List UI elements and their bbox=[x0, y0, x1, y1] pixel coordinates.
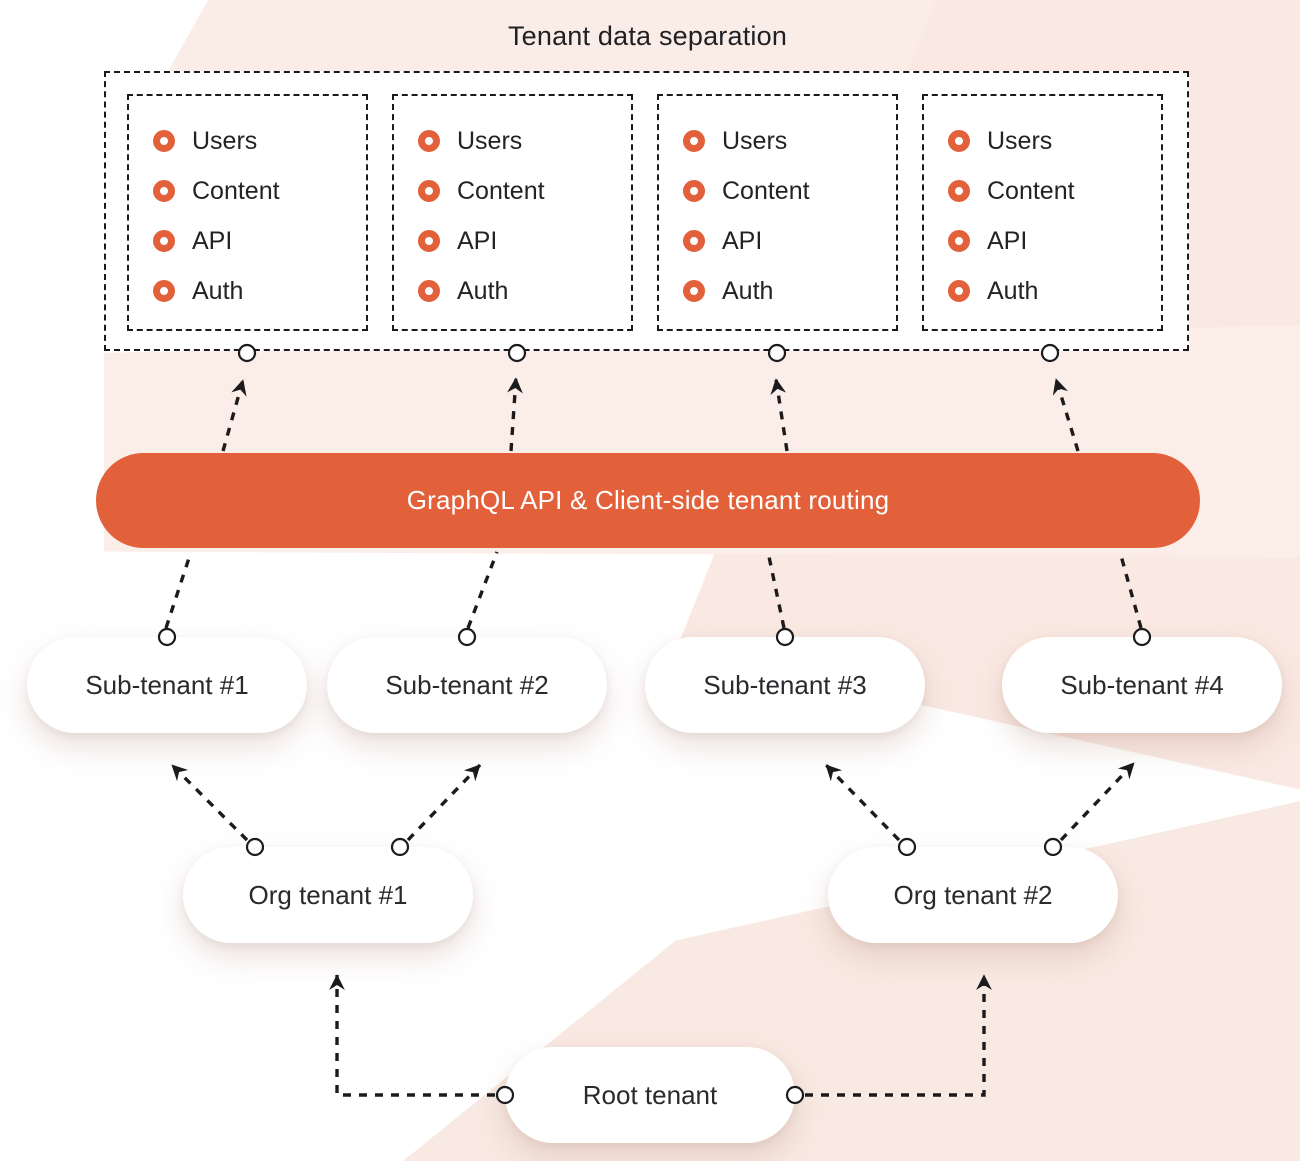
list-item-label: Auth bbox=[987, 276, 1039, 305]
list-item-label: API bbox=[987, 226, 1028, 255]
list-item: Content bbox=[394, 166, 631, 216]
donut-bullet-icon bbox=[683, 180, 705, 202]
arrow-root-to-org1 bbox=[329, 974, 495, 1097]
donut-bullet-icon bbox=[948, 230, 970, 252]
node-org-tenant-2: Org tenant #2 bbox=[828, 847, 1118, 943]
donut-bullet-icon bbox=[948, 280, 970, 302]
list-item: Users bbox=[394, 116, 631, 166]
link-sub1-to-bar bbox=[164, 551, 193, 629]
list-item-label: Content bbox=[722, 176, 810, 205]
list-item: Auth bbox=[394, 266, 631, 316]
list-item: API bbox=[924, 216, 1161, 266]
list-item-label: Users bbox=[722, 126, 788, 155]
diagram-title: Tenant data separation bbox=[507, 21, 788, 51]
list-item-label: Content bbox=[192, 176, 280, 205]
node-root-tenant: Root tenant bbox=[505, 1047, 795, 1143]
list-item-label: Content bbox=[457, 176, 545, 205]
node-sub-tenant-3: Sub-tenant #3 bbox=[645, 637, 925, 733]
donut-bullet-icon bbox=[153, 230, 175, 252]
graphql-routing-bar-label: GraphQL API & Client-side tenant routing bbox=[406, 485, 890, 515]
list-item-label: API bbox=[722, 226, 763, 255]
arrow-org2-to-sub3 bbox=[824, 763, 901, 842]
tenant-data-box-1: Users Content API Auth bbox=[127, 94, 368, 331]
donut-bullet-icon bbox=[153, 180, 175, 202]
list-item: Auth bbox=[659, 266, 896, 316]
donut-bullet-icon bbox=[683, 280, 705, 302]
donut-bullet-icon bbox=[418, 280, 440, 302]
donut-bullet-icon bbox=[153, 280, 175, 302]
list-item-label: API bbox=[457, 226, 498, 255]
donut-bullet-icon bbox=[683, 130, 705, 152]
list-item-label: Content bbox=[987, 176, 1075, 205]
list-item-label: Users bbox=[987, 126, 1053, 155]
node-org-tenant-1: Org tenant #1 bbox=[183, 847, 473, 943]
list-item: Users bbox=[129, 116, 366, 166]
node-sub-tenant-4: Sub-tenant #4 bbox=[1002, 637, 1282, 733]
list-item: Auth bbox=[129, 266, 366, 316]
list-item: Auth bbox=[924, 266, 1161, 316]
list-item-label: Users bbox=[457, 126, 523, 155]
arrow-org1-to-sub1 bbox=[170, 763, 249, 842]
donut-bullet-icon bbox=[418, 180, 440, 202]
list-item: Content bbox=[659, 166, 896, 216]
tenant-data-box-2: Users Content API Auth bbox=[392, 94, 633, 331]
tenant-data-box-3: Users Content API Auth bbox=[657, 94, 898, 331]
donut-bullet-icon bbox=[948, 130, 970, 152]
donut-bullet-icon bbox=[418, 230, 440, 252]
list-item: Users bbox=[659, 116, 896, 166]
list-item: Content bbox=[129, 166, 366, 216]
list-item: API bbox=[129, 216, 366, 266]
donut-bullet-icon bbox=[418, 130, 440, 152]
arrow-org1-to-sub2 bbox=[406, 763, 482, 842]
list-item-label: Auth bbox=[722, 276, 774, 305]
node-sub-tenant-1: Sub-tenant #1 bbox=[27, 637, 307, 733]
link-sub2-to-bar bbox=[466, 551, 499, 629]
tenant-data-box-4: Users Content API Auth bbox=[922, 94, 1163, 331]
list-item-label: Auth bbox=[457, 276, 509, 305]
graphql-routing-bar: GraphQL API & Client-side tenant routing bbox=[96, 453, 1200, 548]
list-item-label: Auth bbox=[192, 276, 244, 305]
node-sub-tenant-2: Sub-tenant #2 bbox=[327, 637, 607, 733]
list-item: Users bbox=[924, 116, 1161, 166]
donut-bullet-icon bbox=[153, 130, 175, 152]
list-item: API bbox=[394, 216, 631, 266]
list-item-label: Users bbox=[192, 126, 258, 155]
list-item-label: API bbox=[192, 226, 233, 255]
donut-bullet-icon bbox=[683, 230, 705, 252]
list-item: API bbox=[659, 216, 896, 266]
donut-bullet-icon bbox=[948, 180, 970, 202]
list-item: Content bbox=[924, 166, 1161, 216]
arrow-org2-to-sub4 bbox=[1059, 761, 1136, 842]
